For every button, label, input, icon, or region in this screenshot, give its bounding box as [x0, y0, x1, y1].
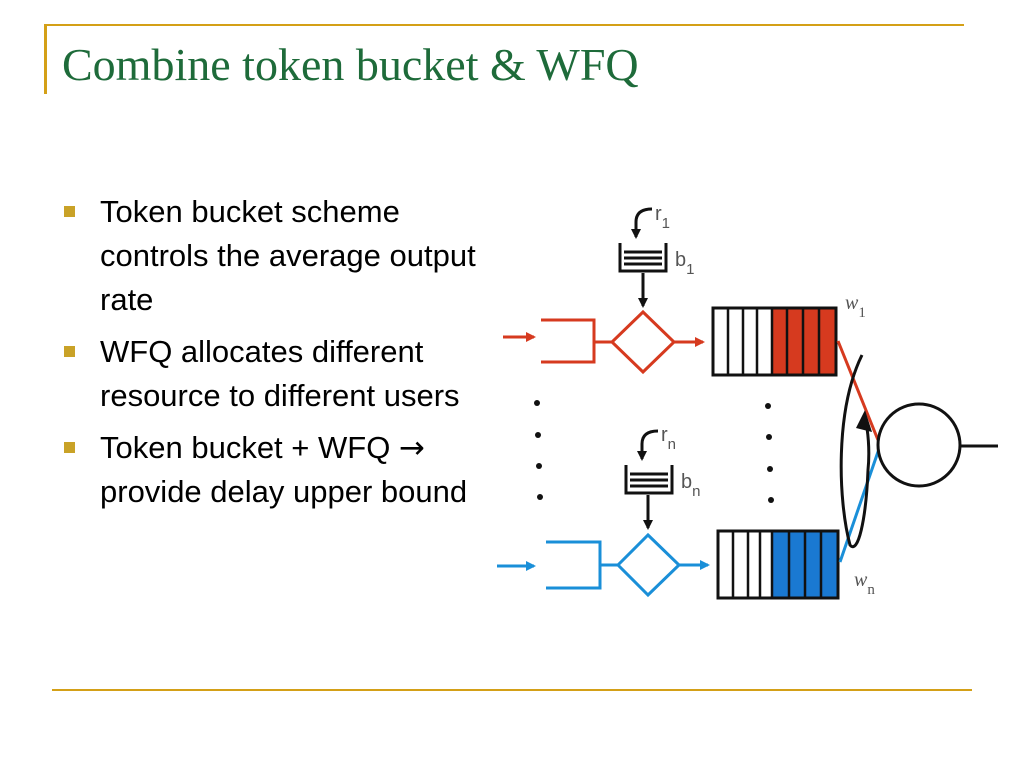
weight-label-n: wn — [854, 569, 875, 598]
shaper-gate-diamond-n — [615, 532, 682, 598]
bullet-item-3: Token bucket + WFQ → provide delay upper… — [62, 426, 502, 514]
bullet-text-3a: Token bucket + WFQ — [100, 430, 399, 465]
queue-1 — [711, 306, 838, 377]
wfq-scheduler — [839, 354, 998, 549]
flow-n: rn bn wn — [497, 424, 882, 600]
round-robin-arrowhead — [856, 410, 872, 432]
bullet-text-2: WFQ allocates different resource to diff… — [100, 334, 460, 413]
right-arrow-icon: → — [398, 430, 425, 466]
bullet-item-2: WFQ allocates different resource to diff… — [62, 330, 502, 418]
bucket-label-n: bn — [681, 471, 700, 500]
flow-1: r1 b1 w1 — [503, 203, 880, 441]
slide-title: Combine token bucket & WFQ — [62, 39, 639, 90]
token-bucket-icon — [618, 243, 668, 273]
bullet-square-icon — [64, 346, 75, 357]
bullet-list: Token bucket scheme controls the average… — [62, 190, 502, 522]
regulator-1 — [541, 318, 596, 364]
rate-label-1: r1 — [655, 203, 670, 232]
regulator-n — [546, 540, 602, 590]
ellipsis-dots-right — [765, 403, 774, 503]
bullet-item-1: Token bucket scheme controls the average… — [62, 190, 502, 322]
ellipsis-dots-left — [534, 400, 543, 500]
weight-label-1: w1 — [845, 292, 866, 321]
title-accent-vertical — [44, 24, 47, 94]
bullet-square-icon — [64, 206, 75, 217]
title-accent-horizontal — [44, 24, 964, 26]
token-rate-arrow-1 — [631, 207, 653, 239]
bottom-rule — [52, 689, 972, 691]
token-bucket-icon — [624, 465, 674, 495]
bullet-square-icon — [64, 442, 75, 453]
server-circle — [876, 402, 962, 488]
round-robin-loop — [839, 354, 871, 549]
token-rate-arrow-n — [637, 429, 659, 461]
queue-to-server-line-n — [838, 445, 882, 563]
rate-label-n: rn — [661, 424, 676, 453]
shaper-gate-diamond-1 — [609, 309, 677, 375]
bucket-label-1: b1 — [675, 249, 694, 278]
queue-to-server-line-1 — [836, 340, 880, 441]
bullet-text-3b: provide delay upper bound — [100, 474, 468, 509]
queue-n — [716, 529, 840, 600]
bullet-text-1: Token bucket scheme controls the average… — [100, 194, 476, 317]
